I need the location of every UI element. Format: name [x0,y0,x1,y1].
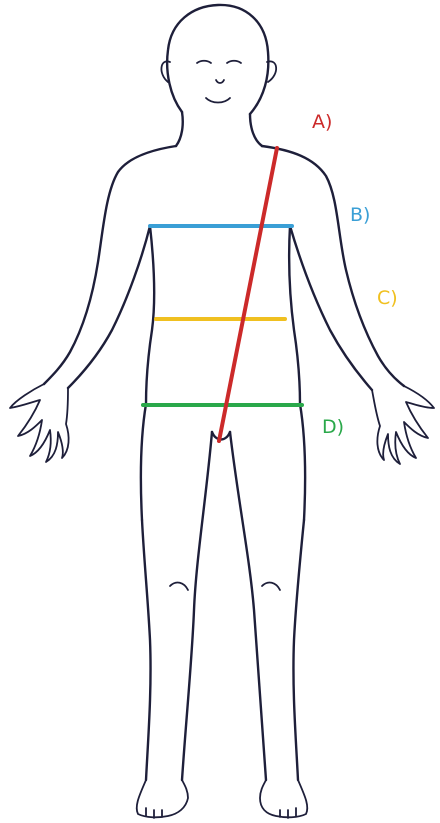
neck-left [176,112,183,146]
head-outline [167,5,268,114]
label-a: A) [312,113,332,132]
left-shoulder-arm-outer [44,146,176,384]
right-hip [300,404,305,520]
right-arm-inner [290,226,372,390]
measure-line-a [219,148,277,441]
right-leg-outer [293,520,304,780]
left-knee [170,583,188,590]
right-foot [260,780,307,817]
right-shoulder-arm-outer [262,146,404,386]
right-eye [227,61,241,63]
torso-left-side [146,226,154,404]
right-hand [372,386,434,464]
left-leg-outer [142,520,151,780]
mouth [206,98,230,103]
label-d: D) [322,418,344,437]
left-hip [141,404,146,520]
label-b: B) [350,206,370,225]
left-hand [10,384,69,462]
right-leg-inner [230,432,266,780]
label-c: C) [377,289,398,308]
neck-right [250,114,262,146]
left-leg-inner [182,432,212,780]
right-knee [262,583,280,590]
left-arm-inner [68,226,150,388]
left-eye [197,61,211,63]
nose [216,80,224,83]
